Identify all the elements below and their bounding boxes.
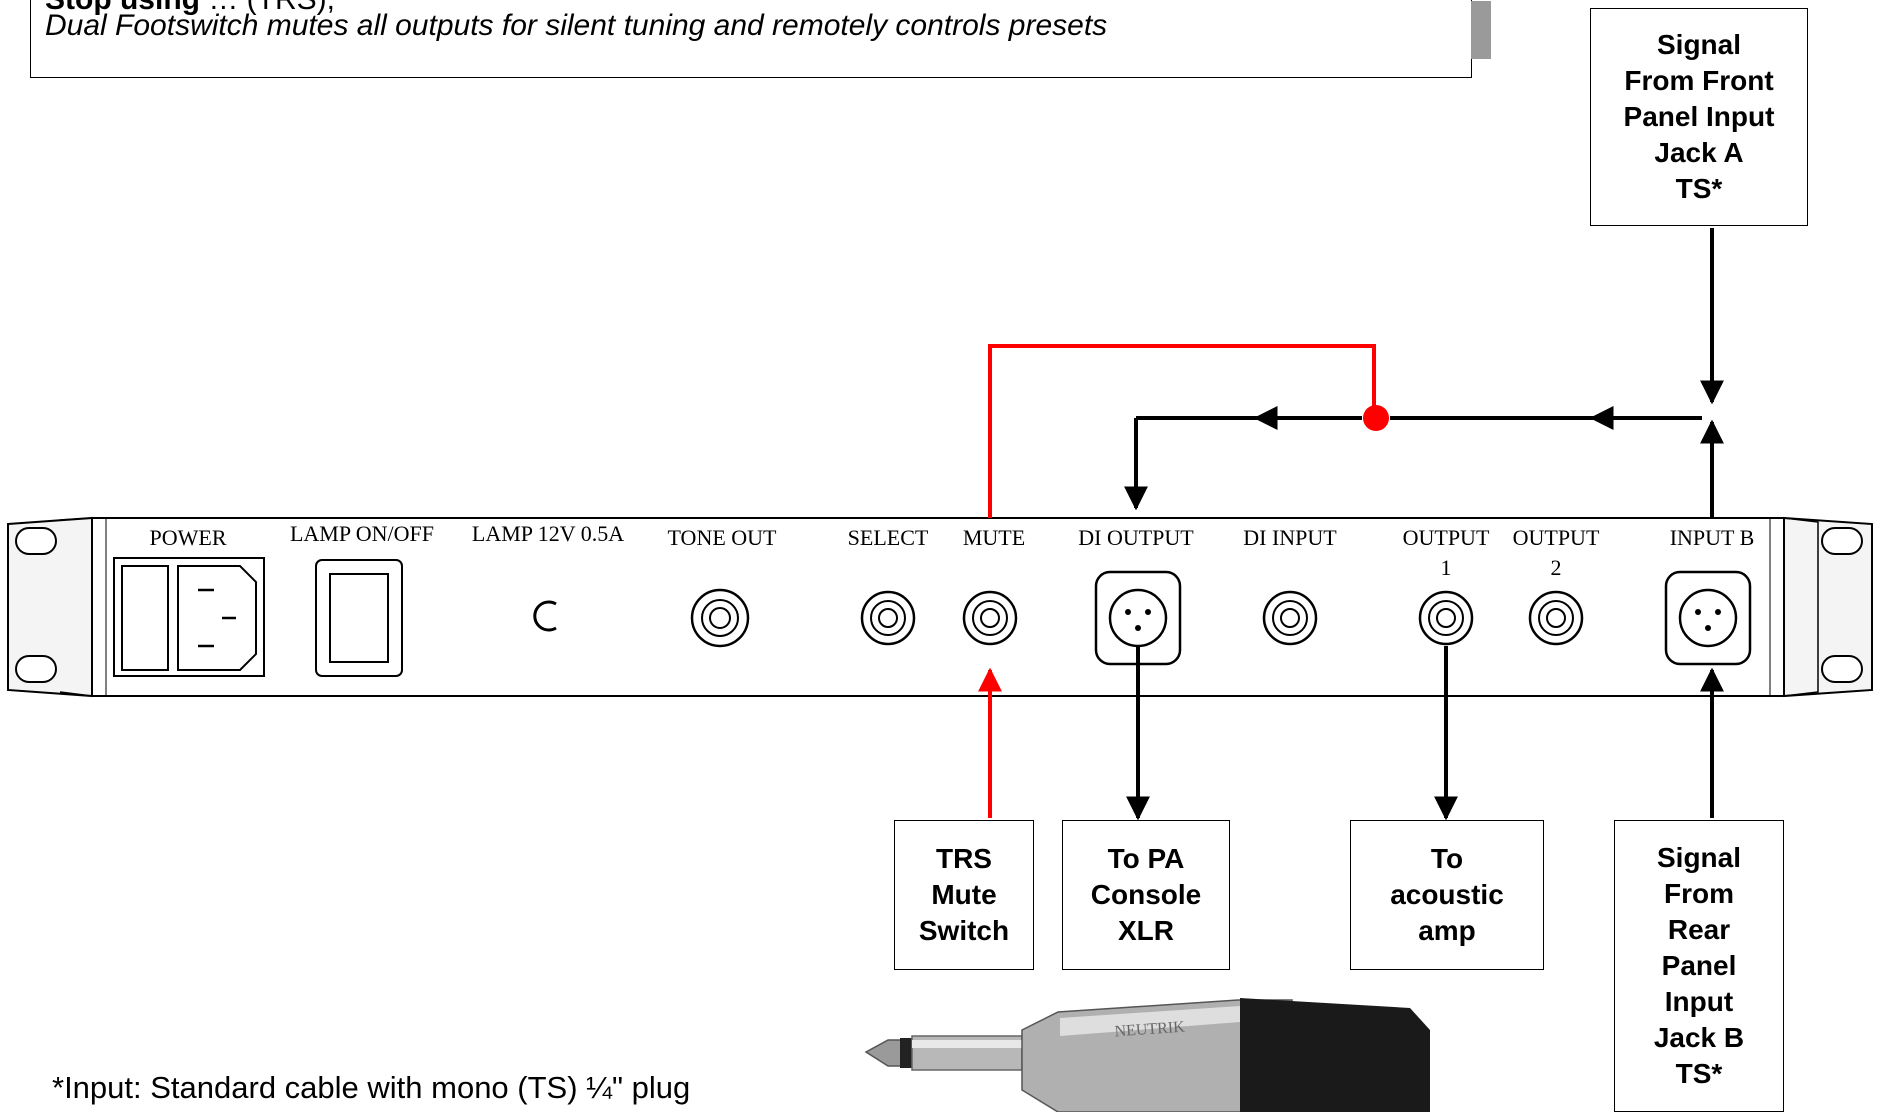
plug-shaft-highlight <box>912 1040 1022 1048</box>
label-output-2: OUTPUT <box>1513 525 1600 550</box>
acoustic-amp-text: To acoustic amp <box>1390 841 1504 949</box>
left-ear-slot-bottom <box>16 656 56 682</box>
lamp-switch-rocker <box>330 574 388 662</box>
label-output-1-num: 1 <box>1441 555 1452 580</box>
label-output-1: OUTPUT <box>1403 525 1490 550</box>
plug-ring-insulator <box>900 1038 912 1068</box>
tone-out-jack <box>692 590 748 646</box>
pa-console-box: To PA Console XLR <box>1062 820 1230 970</box>
di-input-jack <box>1264 592 1316 644</box>
left-ear-slot-top <box>16 528 56 554</box>
rear-signal-box: Signal From Rear Panel Input Jack B TS* <box>1614 820 1784 1112</box>
input-b-xlr <box>1666 572 1750 664</box>
front-signal-text: Signal From Front Panel Input Jack A TS* <box>1624 27 1775 207</box>
wire-mute-loop <box>990 346 1374 518</box>
label-output-2-num: 2 <box>1551 555 1562 580</box>
pa-console-text: To PA Console XLR <box>1091 841 1201 949</box>
footnote: *Input: Standard cable with mono (TS) ¼"… <box>52 1070 690 1106</box>
right-ear-slot-top <box>1822 528 1862 554</box>
mute-jack <box>964 592 1016 644</box>
output-1-jack <box>1420 592 1472 644</box>
label-lamp-spec: LAMP 12V 0.5A <box>472 521 624 546</box>
right-ear-slot-bottom <box>1822 656 1862 682</box>
plug-tip <box>866 1040 902 1066</box>
plug-boot <box>1240 998 1430 1112</box>
label-di-input: DI INPUT <box>1243 525 1337 550</box>
output-2-jack <box>1530 592 1582 644</box>
label-di-output: DI OUTPUT <box>1078 525 1194 550</box>
mute-switch-text: TRS Mute Switch <box>919 841 1009 949</box>
rack-panel: POWER LAMP ON/OFF LAMP 12V 0.5A TONE OUT… <box>8 518 1872 696</box>
label-input-b: INPUT B <box>1670 525 1755 550</box>
front-signal-box: Signal From Front Panel Input Jack A TS* <box>1590 8 1808 226</box>
power-fuse-drawer <box>122 566 168 670</box>
label-mute: MUTE <box>963 525 1025 550</box>
select-jack <box>862 592 914 644</box>
label-power: POWER <box>150 525 227 550</box>
mute-junction-node <box>1363 405 1389 431</box>
power-iec-socket <box>178 566 256 670</box>
label-lamp-switch: LAMP ON/OFF <box>290 521 434 546</box>
mute-switch-box: TRS Mute Switch <box>894 820 1034 970</box>
ts-plug-illustration: NEUTRIK <box>866 998 1430 1112</box>
acoustic-amp-box: To acoustic amp <box>1350 820 1544 970</box>
label-tone-out: TONE OUT <box>668 525 778 550</box>
rear-signal-text: Signal From Rear Panel Input Jack B TS* <box>1654 840 1744 1092</box>
label-select: SELECT <box>848 525 929 550</box>
